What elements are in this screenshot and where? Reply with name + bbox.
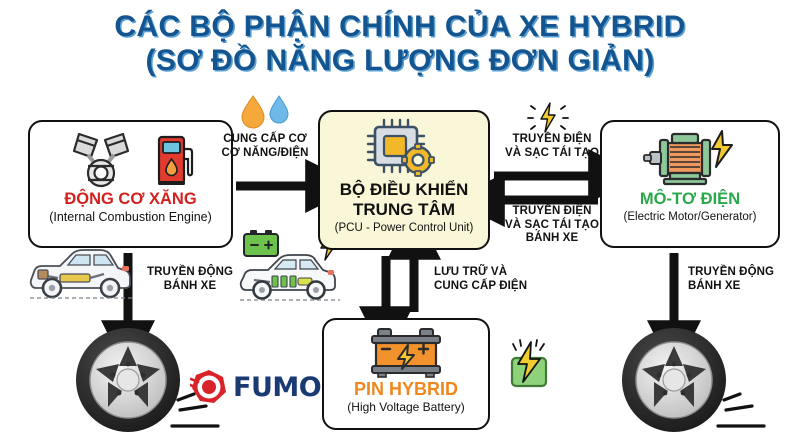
component-box-electric-motor[interactable]: MÔ-TƠ ĐIỆN (Electric Motor/Generator) [600,120,780,248]
spark-lightning-icon [527,102,569,133]
ice-subtitle: (Internal Combustion Engine) [49,210,212,224]
electric-motor-icon [643,130,733,186]
motor-icon-group [642,128,738,190]
green-battery-bolt-icon [510,339,548,388]
fumo-logo-text: FUMO [233,371,322,403]
motor-title: MÔ-TƠ ĐIỆN [639,190,741,208]
fuel-pump-icon [157,135,193,185]
component-box-hybrid-battery[interactable]: PIN HYBRID (High Voltage Battery) [322,318,490,430]
water-drop-icon [269,95,289,124]
fumo-ring-mark-icon [190,370,226,403]
hybrid-car-icon [29,249,134,299]
pcu-title: BỘ ĐIỀU KHIỂN TRUNG TÂM [339,180,469,219]
car-battery-icon [371,328,441,378]
oil-drop-icon [241,95,265,129]
component-box-internal-combustion-engine[interactable]: ĐỘNG CƠ XĂNG (Internal Combustion Engine… [28,120,233,248]
fumo-logo: FUMO [190,368,322,406]
arrow-label-right-bottom: TRUYỀN ĐIỆN VÀ SẠC TÁI TẠO BÁNH XE [504,205,600,244]
title-line-2: (SƠ ĐỒ NĂNG LƯỢNG ĐƠN GIẢN) [145,44,655,77]
pcu-subtitle: (PCU - Power Control Unit) [334,222,474,234]
battery-title: PIN HYBRID [353,379,458,399]
arrow-label-wheel-right: TRUYỀN ĐỘNG BÁNH XE [688,266,775,292]
arrow-label-supply: CUNG CẤP CƠ CƠ NĂNG/ĐIỆN [221,133,309,159]
component-box-power-control-unit[interactable]: BỘ ĐIỀU KHIỂN TRUNG TÂM (PCU - Power Con… [318,110,490,250]
battery-icon-group [368,326,444,380]
motor-subtitle: (Electric Motor/Generator) [623,211,757,223]
ice-title: ĐỘNG CƠ XĂNG [64,190,197,208]
pcu-icon-group [366,118,442,180]
arrow-label-wheel-left: TRUYỀN ĐỘNG BÁNH XE [146,266,234,292]
ice-icon-group [66,128,196,190]
piston-engine-icon [72,132,129,188]
page-title: CÁC BỘ PHẬN CHÍNH CỦA XE HYBRID (SƠ ĐỒ N… [0,10,800,78]
microchip-icon [366,118,435,177]
battery-subtitle: (High Voltage Battery) [347,400,465,414]
arrow-label-right-top: TRUYỀN ĐIỆN VÀ SẠC TÁI TẠO [504,133,600,159]
car-wheel-icon [616,328,766,432]
title-line-1: CÁC BỘ PHẬN CHÍNH CỦA XE HYBRID [114,10,686,43]
arrow-label-store: LƯU TRỮ VÀ CUNG CẤP ĐIỆN [434,266,528,292]
